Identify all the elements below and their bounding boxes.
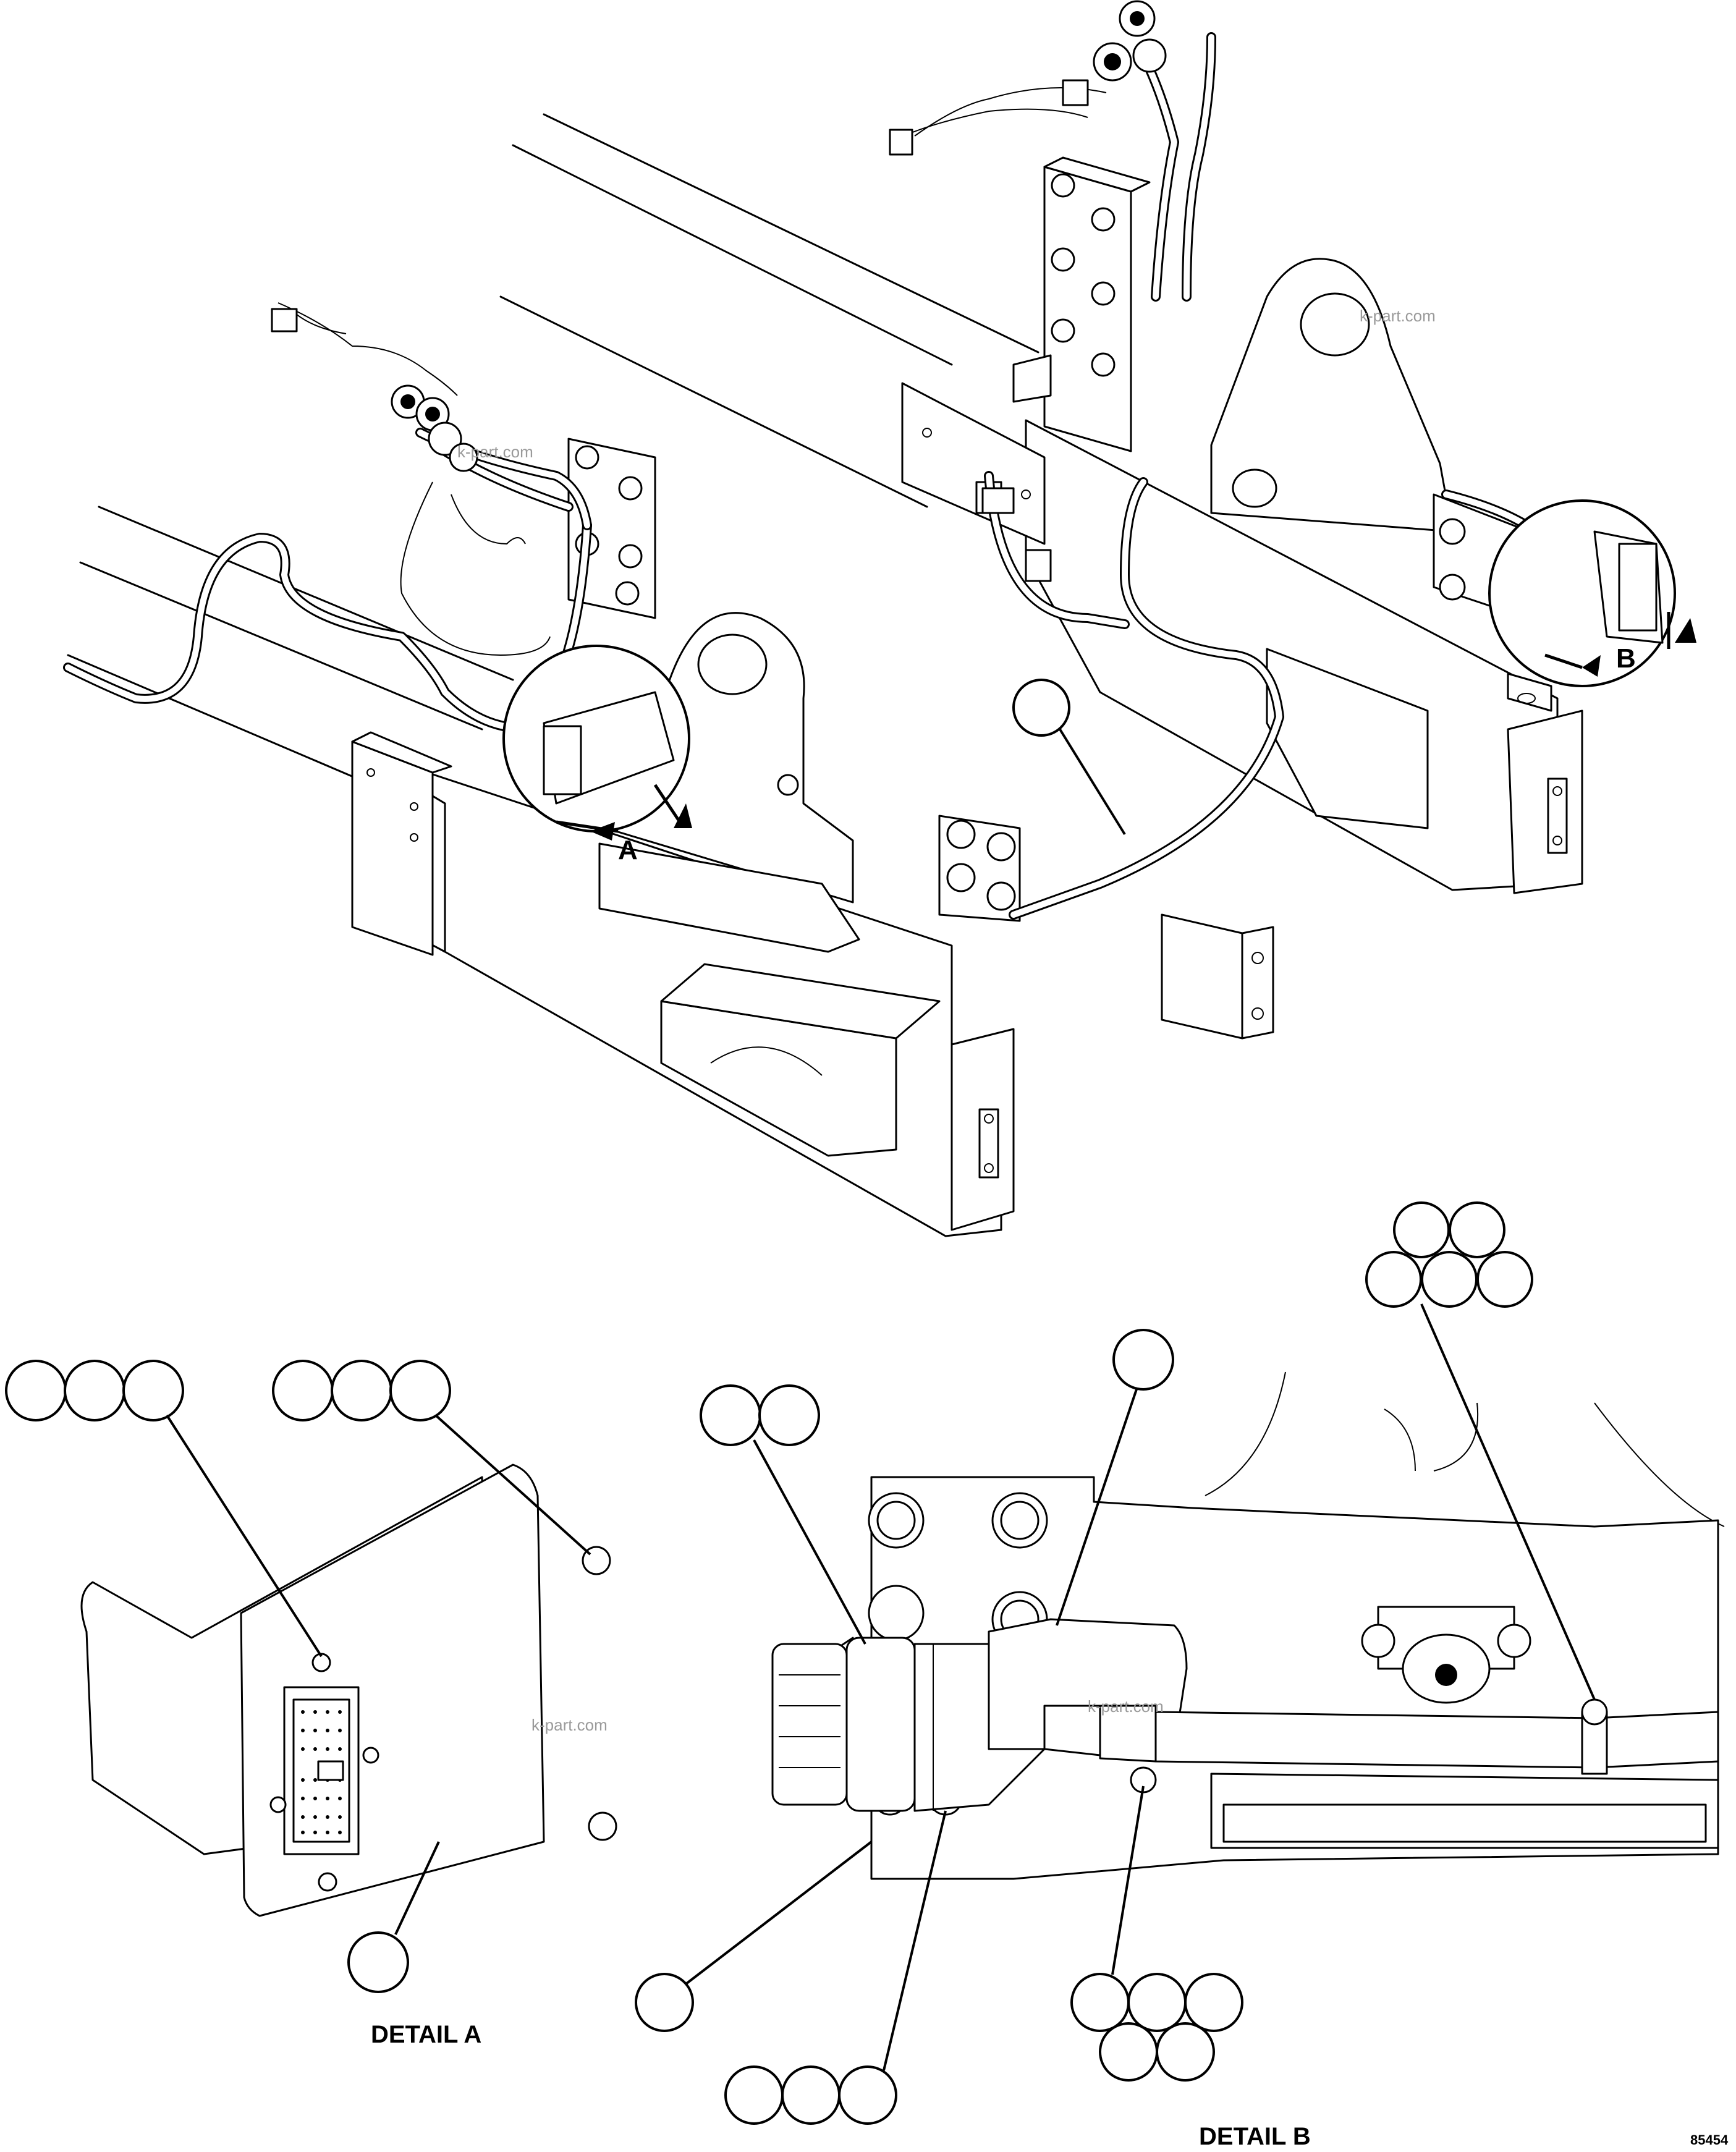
callout-circle <box>838 2065 897 2125</box>
callout-circle <box>635 1973 694 2032</box>
callout-circle <box>1070 1973 1130 2032</box>
front-small-bracket <box>1161 913 1274 1040</box>
right-connector-bundle <box>1093 0 1167 82</box>
callout-circle <box>1184 1973 1243 2032</box>
watermark: k-part.com <box>1088 1697 1164 1716</box>
callout-circle <box>1365 1251 1422 1308</box>
watermark: k-part.com <box>457 443 533 461</box>
callout-circle <box>1127 1973 1187 2032</box>
leader-line <box>1059 728 1126 836</box>
callout-circle <box>64 1360 125 1421</box>
view-b-label: B <box>1616 643 1636 674</box>
detail-a-title: DETAIL A <box>371 2021 481 2048</box>
leader-line <box>883 1810 947 2071</box>
pin-grid <box>301 1710 342 1834</box>
front-frame-rail <box>351 731 1015 1237</box>
callout-circle <box>724 2065 784 2125</box>
callout-circle <box>1393 1201 1450 1258</box>
left-connector-bundle <box>391 384 478 472</box>
drawing-number: 85454 <box>1690 2132 1729 2148</box>
view-a-label: A <box>618 835 638 865</box>
leader-line <box>753 1439 866 1645</box>
leader-line <box>1420 1303 1596 1700</box>
callout-circle <box>389 1360 451 1421</box>
detail-a-callout-circle <box>502 645 690 833</box>
callout-circle <box>1421 1251 1478 1308</box>
view-markers: A B <box>590 618 1696 865</box>
detail-b-view: k-part.com DETAIL B <box>635 1201 1725 2150</box>
upper-bolt-plate <box>1012 156 1151 452</box>
branch-wires <box>271 79 1107 656</box>
watermark: k-part.com <box>1360 307 1436 325</box>
mounting-bolts <box>868 1492 1048 1816</box>
leader-line <box>394 1841 440 1935</box>
leader-line <box>166 1414 323 1658</box>
callout-circle <box>1156 2022 1215 2082</box>
callout-circle <box>347 1931 409 1993</box>
watermark: k-part.com <box>531 1716 608 1734</box>
callout-circle <box>1012 679 1070 737</box>
callout-circle <box>272 1360 334 1421</box>
rear-frame-rail <box>1025 419 1583 894</box>
frame-lines <box>67 113 1039 854</box>
detail-b-title: DETAIL B <box>1199 2123 1311 2150</box>
callout-circle <box>1476 1251 1533 1308</box>
callout-circle <box>1099 2022 1158 2082</box>
leader-line <box>685 1841 873 1985</box>
leader-line <box>1056 1387 1138 1626</box>
callout-circle <box>331 1360 392 1421</box>
mid-mount-plate <box>901 382 1052 582</box>
callout-circle <box>122 1360 184 1421</box>
main-view: A B <box>63 0 1696 1237</box>
leader-line <box>1111 1786 1145 1975</box>
callout-circle <box>700 1384 761 1446</box>
callout-circle <box>1449 1201 1505 1258</box>
cable-jacket <box>1043 1698 1719 1794</box>
detail-b-callout-circle <box>1488 499 1676 687</box>
callout-circle <box>758 1384 820 1446</box>
detail-a-view: k-part.com DETAIL A <box>5 1360 617 2048</box>
leader-line <box>434 1414 591 1556</box>
left-lug-bracket <box>598 612 1021 953</box>
callout-circle <box>781 2065 840 2125</box>
callout-circle <box>1112 1329 1174 1391</box>
callout-circle <box>5 1360 67 1421</box>
